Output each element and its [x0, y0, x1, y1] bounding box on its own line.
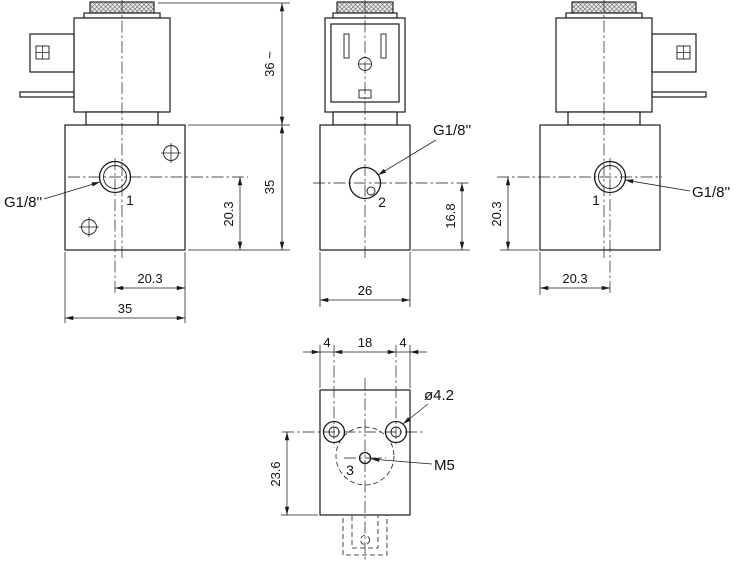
leader-line [43, 181, 101, 200]
port-3-number-label: 3 [346, 462, 354, 478]
dim-port-offset-right: 20.3 [539, 252, 610, 295]
bottom-view: 4 18 4 23.6 3 ø4.2 M5 [268, 335, 455, 560]
port-1-circle [593, 160, 627, 194]
mounting-hole-left-outer [322, 420, 346, 444]
valve-body [539, 124, 661, 251]
dim-port-height-front: 16.8 [412, 183, 470, 251]
thread-size-label: G1/8'' [4, 194, 42, 211]
din-connector-side [651, 33, 697, 73]
dim-port-height-right: 20.3 [489, 177, 538, 251]
port-3-hole [358, 451, 372, 465]
thread-callout-front: G1/8'' [377, 122, 471, 176]
center-thread-callout: M5 [370, 457, 455, 474]
hole-diameter-callout: ø4.2 [402, 387, 454, 425]
port-2-number-label: 2 [378, 194, 386, 210]
dim-label-edge-left: 4 [323, 335, 330, 350]
dim-label-hole-to-bottom: 23.6 [268, 461, 283, 486]
thread-size-label: G1/8'' [433, 122, 471, 139]
connector-pin-slot-right [380, 33, 387, 59]
port-2-circle [348, 166, 382, 200]
dim-body-width-front: 26 [319, 252, 411, 307]
valve-body [64, 124, 186, 251]
left-side-view: 36 ~ 35 20.3 20.3 35 1 G1/8'' [4, 0, 290, 323]
dim-label-port-height: 20.3 [489, 201, 504, 226]
dim-coil-height: 36 ~ [158, 2, 290, 126]
dim-label-hole-spacing: 18 [358, 335, 372, 350]
leader-line [370, 457, 433, 465]
dim-label-port-height: 16.8 [443, 203, 458, 228]
dim-label-body-width: 26 [358, 283, 372, 298]
dim-hole-to-bottom: 23.6 [268, 432, 318, 516]
port-1-circle [98, 160, 132, 194]
port-1-thread-circle [598, 165, 622, 189]
mounting-hole-right-inner [390, 426, 402, 438]
dim-label-edge-right: 4 [399, 335, 406, 350]
dim-label-coil-height: 36 ~ [262, 51, 277, 77]
connector-pin-slot-left [343, 33, 350, 59]
dim-port-height-left: 20.3 [221, 177, 243, 250]
thread-callout-left: G1/8'' [4, 181, 101, 211]
leader-line [377, 139, 437, 176]
dim-body-height: 35 [188, 125, 290, 251]
hole-diameter-label: ø4.2 [424, 387, 454, 404]
dim-hole-positions: 4 18 4 [303, 335, 427, 388]
dim-label-port-offset: 20.3 [562, 271, 587, 286]
dim-label-port-height: 20.3 [221, 201, 236, 226]
front-view: 16.8 26 2 G1/8'' [313, 0, 471, 307]
cable-gland-hidden-circle [360, 535, 370, 545]
leader-line [624, 179, 691, 192]
right-side-view: 20.3 20.3 1 G1/8'' [489, 0, 730, 295]
mounting-hole-left-inner [328, 426, 340, 438]
dim-label-body-height: 35 [262, 180, 277, 194]
port-1-number-label: 1 [126, 192, 134, 208]
thread-callout-right: G1/8'' [624, 179, 730, 201]
connector-gasket-plate [651, 91, 707, 98]
thread-size-label: G1/8'' [692, 184, 730, 201]
port-1-number-label: 1 [592, 192, 600, 208]
port-2-pilot-hole [366, 186, 376, 196]
dim-label-port-offset: 20.3 [137, 271, 162, 286]
connector-hidden-outline [342, 514, 388, 556]
dim-port-offset-left: 20.3 [115, 252, 186, 323]
dim-body-width-left: 35 [64, 252, 185, 323]
port-1-thread-circle [103, 165, 127, 189]
mounting-hole-right-outer [384, 420, 408, 444]
din-connector-side [29, 33, 75, 73]
connector-gasket-plate [19, 91, 75, 98]
center-thread-label: M5 [434, 457, 455, 474]
connector-hidden-inner [351, 514, 379, 549]
dim-label-body-width: 35 [118, 301, 132, 316]
leader-line [402, 403, 429, 425]
